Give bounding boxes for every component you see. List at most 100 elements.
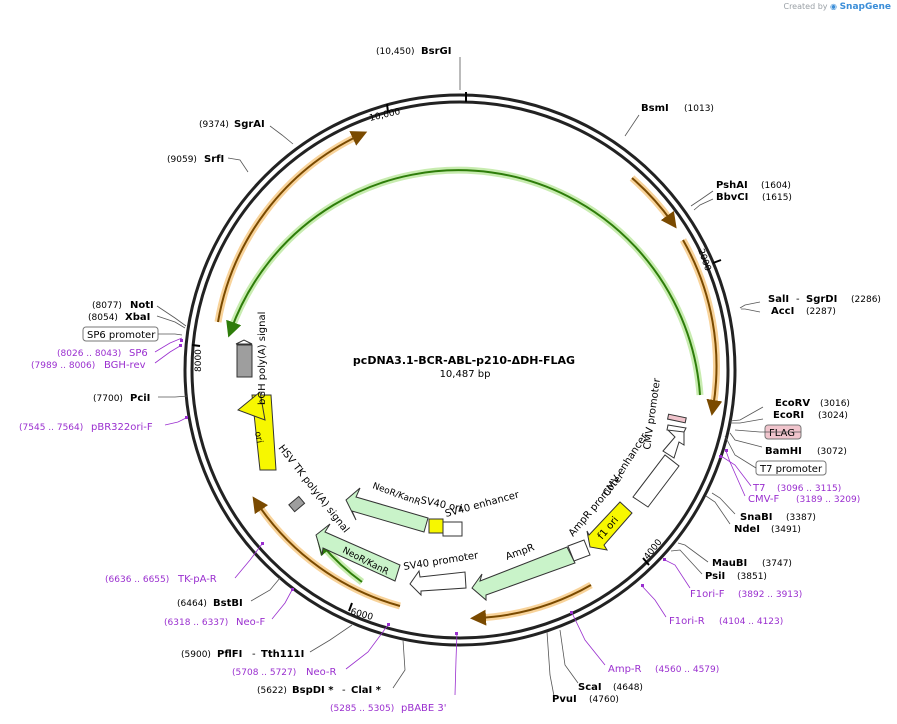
t7-promoter-box-label: T7 promoter bbox=[759, 464, 823, 475]
ecorv-name: EcoRV bbox=[775, 398, 810, 409]
ampr-primer-pos: (4560 .. 4579) bbox=[655, 665, 719, 675]
neokan2-feature bbox=[315, 523, 401, 582]
primer-marks bbox=[179, 339, 728, 635]
ampr-label: AmpR bbox=[504, 542, 536, 563]
bspdi-pos: (5622) bbox=[257, 686, 287, 696]
pshai-pos: (1604) bbox=[761, 181, 791, 191]
sp6-promoter-box-label: SP6 promoter bbox=[87, 330, 156, 341]
neokan1-feature bbox=[345, 487, 429, 533]
f1orif-primer-name: F1ori-F bbox=[690, 589, 725, 600]
snabi-name: SnaBI bbox=[740, 512, 772, 523]
noti-name: NotI bbox=[130, 300, 154, 311]
pshai-name: PshAI bbox=[716, 180, 748, 191]
cmv-enhancer-feature bbox=[632, 454, 680, 508]
sgrai-pos: (9374) bbox=[199, 120, 229, 130]
snabi-pos: (3387) bbox=[786, 513, 816, 523]
pbr-primer-name: pBR322ori-F bbox=[91, 422, 153, 433]
flag-feature bbox=[666, 413, 687, 424]
f1ori-feature bbox=[586, 501, 633, 551]
ampr-feature bbox=[471, 546, 576, 602]
sp6-primer-pos: (8026 .. 8043) bbox=[57, 349, 121, 359]
bsrgi-name: BsrGI bbox=[421, 46, 451, 57]
pvui-name: PvuI bbox=[552, 694, 577, 705]
t7-promoter-feature bbox=[666, 424, 687, 433]
t7-box-callout bbox=[724, 435, 757, 469]
psii-pos: (3851) bbox=[737, 572, 767, 582]
pbabe-primer-name: pBABE 3' bbox=[401, 703, 447, 714]
f1orif-primer-pos: (3892 .. 3913) bbox=[738, 590, 802, 600]
snapgene-logo-icon: ◉ bbox=[830, 2, 838, 11]
cmvf-primer-name: CMV-F bbox=[748, 494, 779, 505]
credit-brand: SnapGene bbox=[839, 2, 891, 12]
neof-primer-name: Neo-F bbox=[236, 617, 266, 628]
ampr-promoter-feature bbox=[567, 539, 591, 562]
t7-promoter-box: T7 promoter bbox=[755, 460, 827, 476]
sv40prom-feature bbox=[409, 569, 467, 597]
tkpa-primer-name: TK-pA-R bbox=[177, 574, 217, 585]
bgh-polya-feature bbox=[236, 344, 253, 378]
sv40prom-label: SV40 promoter bbox=[403, 550, 480, 573]
ampr-primer-name: Amp-R bbox=[608, 664, 642, 675]
xbai-pos: (8054) bbox=[88, 313, 118, 323]
f1orir-primer-pos: (4104 .. 4123) bbox=[719, 617, 783, 627]
t7-primer-name: T7 bbox=[752, 483, 765, 494]
noti-pos: (8077) bbox=[92, 301, 122, 311]
bamhi-name: BamHI bbox=[765, 446, 802, 457]
pvui-pos: (4760) bbox=[589, 695, 619, 705]
bsrgi-pos: (10,450) bbox=[376, 47, 415, 57]
bstbi-pos: (6464) bbox=[177, 599, 207, 609]
scai-name: ScaI bbox=[578, 682, 602, 693]
bbvci-name: BbvCI bbox=[716, 192, 748, 203]
bgh-polya-tip bbox=[235, 339, 253, 345]
pflfi-sep: - bbox=[252, 649, 256, 660]
tkpa-primer-pos: (6636 .. 6655) bbox=[105, 575, 169, 585]
ndei-name: NdeI bbox=[734, 524, 760, 535]
bbvci-pos: (1615) bbox=[762, 193, 792, 203]
bspdi-name: BspDI * bbox=[292, 685, 334, 696]
pbabe-primer-pos: (5285 .. 5305) bbox=[330, 704, 394, 714]
ori-feature-head bbox=[237, 391, 266, 421]
maubi-pos: (3747) bbox=[762, 559, 792, 569]
plasmid-name: pcDNA3.1-BCR-ABL-p210-ΔDH-FLAG bbox=[353, 354, 575, 367]
bsmi-name: BsmI bbox=[641, 103, 669, 114]
flag-box-callout bbox=[734, 429, 801, 433]
enzyme-callout-lines bbox=[156, 57, 764, 697]
neof-primer-pos: (6318 .. 6337) bbox=[164, 618, 228, 628]
sp6-box-callout bbox=[158, 333, 183, 336]
sgrdi-name: SgrDI bbox=[806, 294, 837, 305]
sali-sep: - bbox=[796, 294, 800, 305]
hsv-tk-feature bbox=[288, 495, 306, 513]
pflfi-name: PflFI bbox=[217, 649, 242, 660]
cmvf-primer-pos: (3189 .. 3209) bbox=[796, 495, 860, 505]
xbai-name: XbaI bbox=[125, 312, 150, 323]
sv40enh-feature bbox=[442, 521, 463, 537]
hsv-tk-label: HSV TK poly(A) signal bbox=[276, 443, 351, 535]
acci-name: AccI bbox=[771, 306, 794, 317]
bgh-label: bGH poly(A) signal bbox=[257, 312, 268, 405]
pbr-primer-pos: (7545 .. 7564) bbox=[19, 423, 83, 433]
tick-label-8000: 8000 bbox=[194, 349, 204, 372]
ori-label: ori bbox=[252, 431, 264, 444]
credit-prefix: Created by bbox=[783, 2, 828, 11]
bghrev-primer-pos: (7989 .. 8006) bbox=[31, 361, 95, 371]
sp6-primer-name: SP6 bbox=[129, 348, 148, 359]
bspdi-sep: - bbox=[342, 685, 346, 696]
ecori-pos: (3024) bbox=[818, 411, 848, 421]
flag-box-label: FLAG bbox=[769, 428, 795, 439]
bamhi-pos: (3072) bbox=[817, 447, 847, 457]
pflfi-pos: (5900) bbox=[181, 650, 211, 660]
pcii-pos: (7700) bbox=[93, 394, 123, 404]
snapgene-credit: Created by ◉ SnapGene bbox=[783, 2, 891, 12]
bghrev-primer-name: BGH-rev bbox=[104, 360, 146, 371]
ecori-name: EcoRI bbox=[773, 410, 804, 421]
f1orir-primer-name: F1ori-R bbox=[669, 616, 705, 627]
sv40ori-feature bbox=[428, 518, 444, 534]
srfi-name: SrfI bbox=[204, 154, 224, 165]
ecorv-pos: (3016) bbox=[820, 399, 850, 409]
t7-primer-pos: (3096 .. 3115) bbox=[777, 484, 841, 494]
neor-primer-pos: (5708 .. 5727) bbox=[232, 668, 296, 678]
primer-callout-lines bbox=[154, 337, 752, 696]
bsmi-pos: (1013) bbox=[684, 104, 714, 114]
clai-name: ClaI * bbox=[351, 685, 382, 696]
